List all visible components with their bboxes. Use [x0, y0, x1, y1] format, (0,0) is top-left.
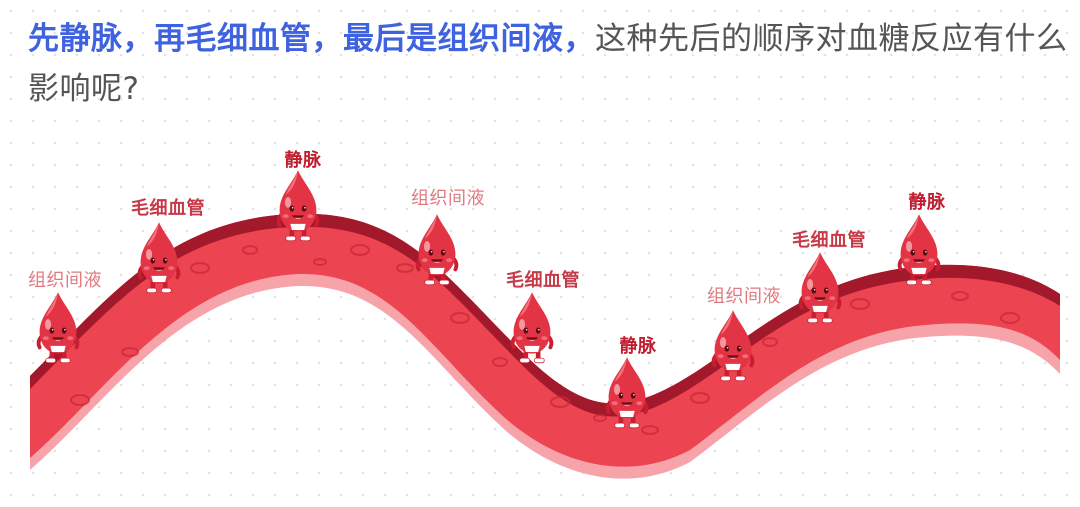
stage-label-capillary: 毛细血管 [131, 194, 205, 220]
stage-label-capillary: 毛细血管 [792, 226, 866, 252]
stage-label-tissue-fluid: 组织间液 [707, 282, 781, 308]
stage-label-capillary: 毛细血管 [506, 266, 580, 292]
stage-label-vein: 静脉 [909, 188, 946, 214]
stage-label-vein: 静脉 [620, 332, 657, 358]
stage-label-tissue-fluid: 组织间液 [411, 184, 485, 210]
stage-label-tissue-fluid: 组织间液 [28, 266, 102, 292]
stage-label-vein: 静脉 [285, 146, 322, 172]
